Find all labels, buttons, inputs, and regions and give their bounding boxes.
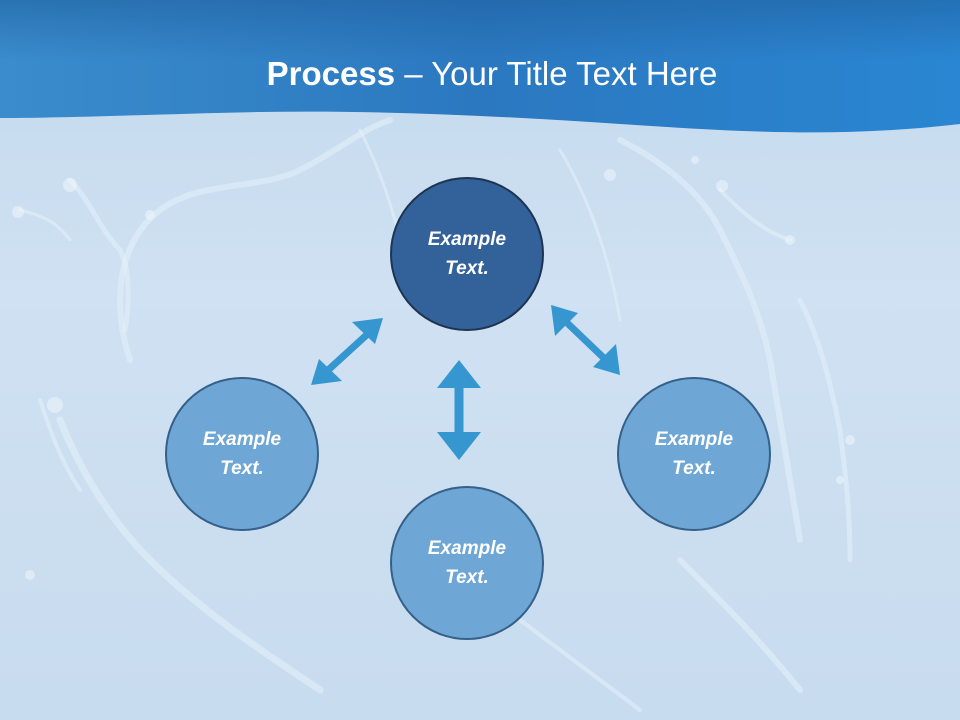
process-node-top: Example Text. (390, 177, 544, 331)
process-node-bottom: Example Text. (390, 486, 544, 640)
title-rest: – Your Title Text Here (395, 55, 718, 92)
slide-title: Process – Your Title Text Here (0, 52, 960, 96)
process-node-right: Example Text. (617, 377, 771, 531)
title-bold: Process (266, 55, 396, 92)
process-node-left: Example Text. (165, 377, 319, 531)
